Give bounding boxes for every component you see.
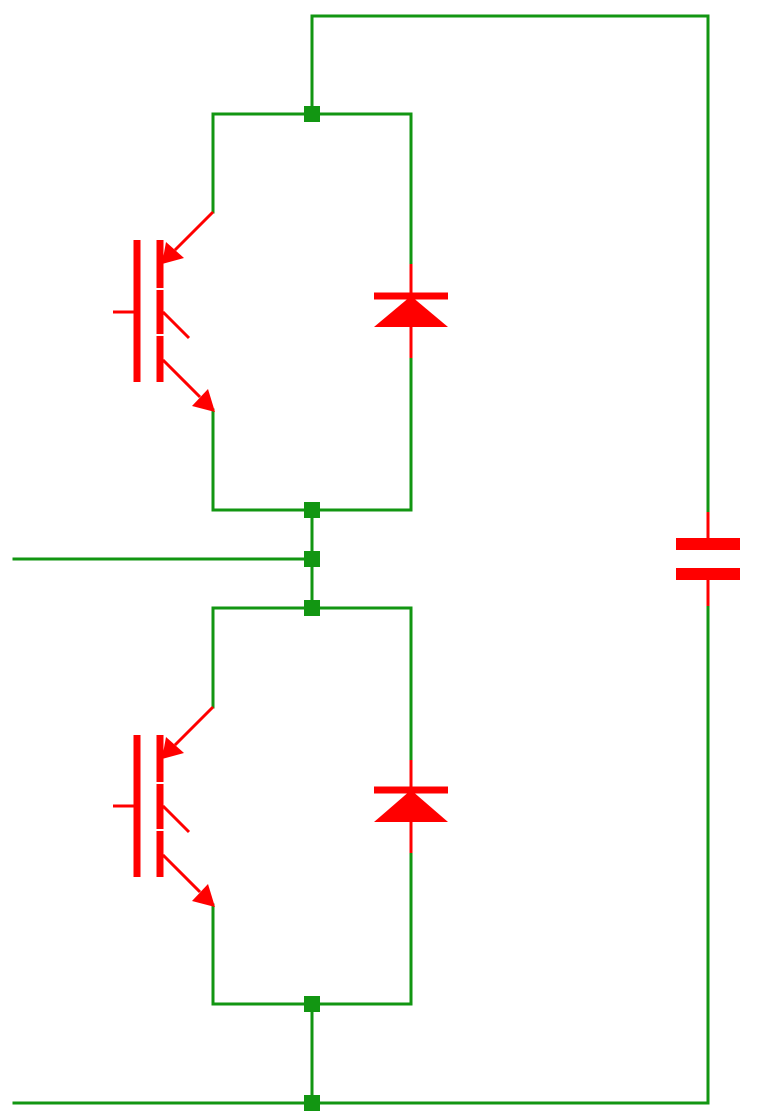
capacitor-dc-link-symbol <box>676 512 740 606</box>
junction-node <box>304 106 320 122</box>
igbt-lower-symbol <box>113 705 215 907</box>
junction-node <box>304 600 320 616</box>
wire-lower-left-bottom <box>211 851 413 1006</box>
junction-node <box>304 996 320 1012</box>
wire-right-return <box>310 604 710 1105</box>
diode-lower-symbol <box>374 760 448 853</box>
diode-upper-symbol <box>374 264 448 358</box>
junction-node <box>304 1095 320 1111</box>
junction-nodes <box>304 106 320 1111</box>
junction-node <box>304 502 320 518</box>
wire-upper-left-top <box>211 112 413 266</box>
wire-lower-left-top <box>211 606 413 762</box>
wires <box>12 14 710 1105</box>
wire-upper-left-bottom <box>211 356 413 512</box>
junction-node <box>304 551 320 567</box>
igbt-upper-symbol <box>113 210 215 412</box>
wire-top-rail <box>310 14 710 514</box>
